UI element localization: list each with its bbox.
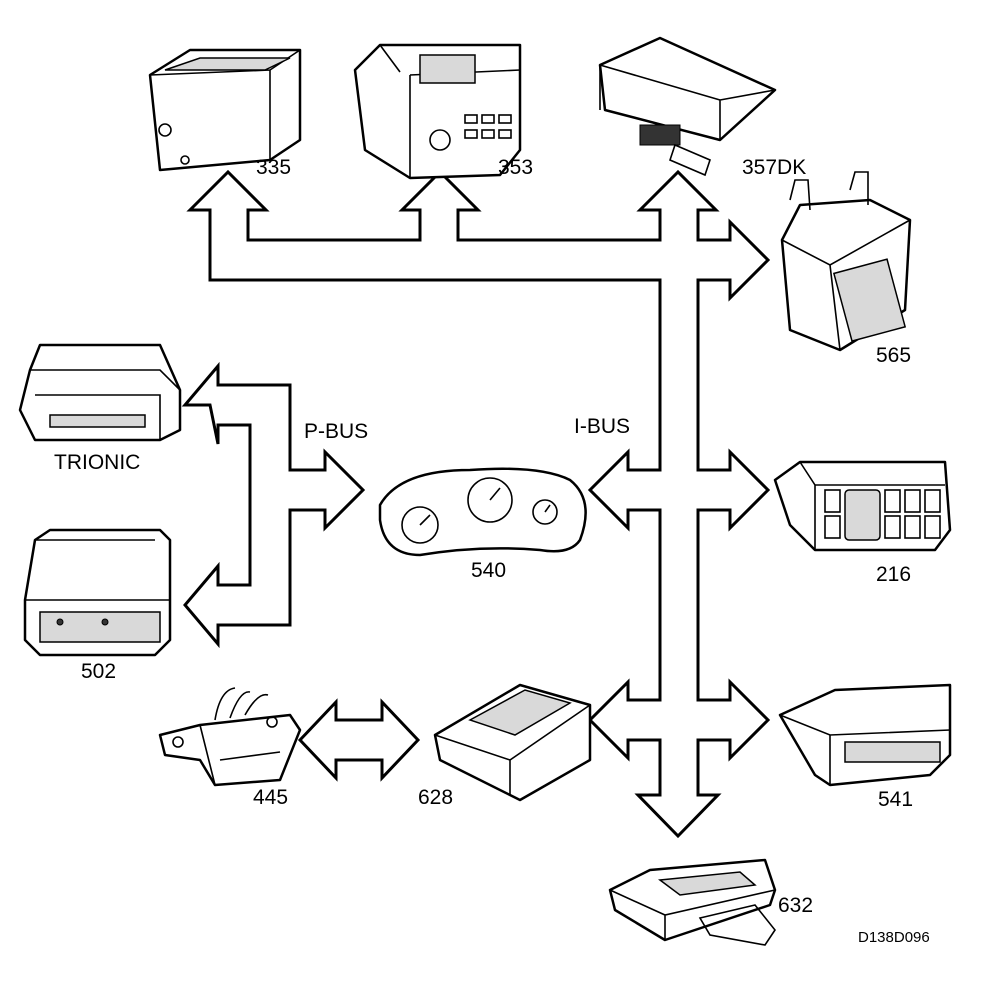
device-trionic (18, 343, 182, 442)
label-502: 502 (81, 660, 116, 683)
device-216 (773, 460, 952, 552)
device-565 (780, 171, 912, 352)
device-540 (378, 467, 587, 557)
label-628: 628 (418, 786, 453, 809)
p-bus-arrows (181, 361, 366, 649)
device-445 (158, 687, 302, 787)
label-216: 216 (876, 563, 911, 586)
device-502 (23, 528, 172, 657)
label-357dk: 357DK (742, 156, 806, 179)
label-335: 335 (256, 156, 291, 179)
label-565: 565 (876, 344, 911, 367)
figure-reference: D138D096 (858, 929, 930, 946)
device-628 (433, 683, 592, 802)
label-445: 445 (253, 786, 288, 809)
p-bus-path (181, 361, 366, 649)
device-353 (353, 43, 522, 180)
label-353: 353 (498, 156, 533, 179)
arrow-to-335 (186, 169, 771, 839)
diag-link-arrow (297, 698, 421, 782)
i-bus-arrows (186, 169, 771, 839)
label-632: 632 (778, 894, 813, 917)
label-i-bus: I-BUS (574, 415, 630, 438)
device-541 (778, 683, 952, 787)
device-335 (148, 48, 302, 172)
arrow-445-628 (297, 698, 421, 782)
label-p-bus: P-BUS (304, 420, 368, 443)
device-632 (608, 858, 777, 946)
label-trionic: TRIONIC (54, 451, 140, 474)
device-357dk (598, 36, 777, 177)
label-540: 540 (471, 559, 506, 582)
label-541: 541 (878, 788, 913, 811)
